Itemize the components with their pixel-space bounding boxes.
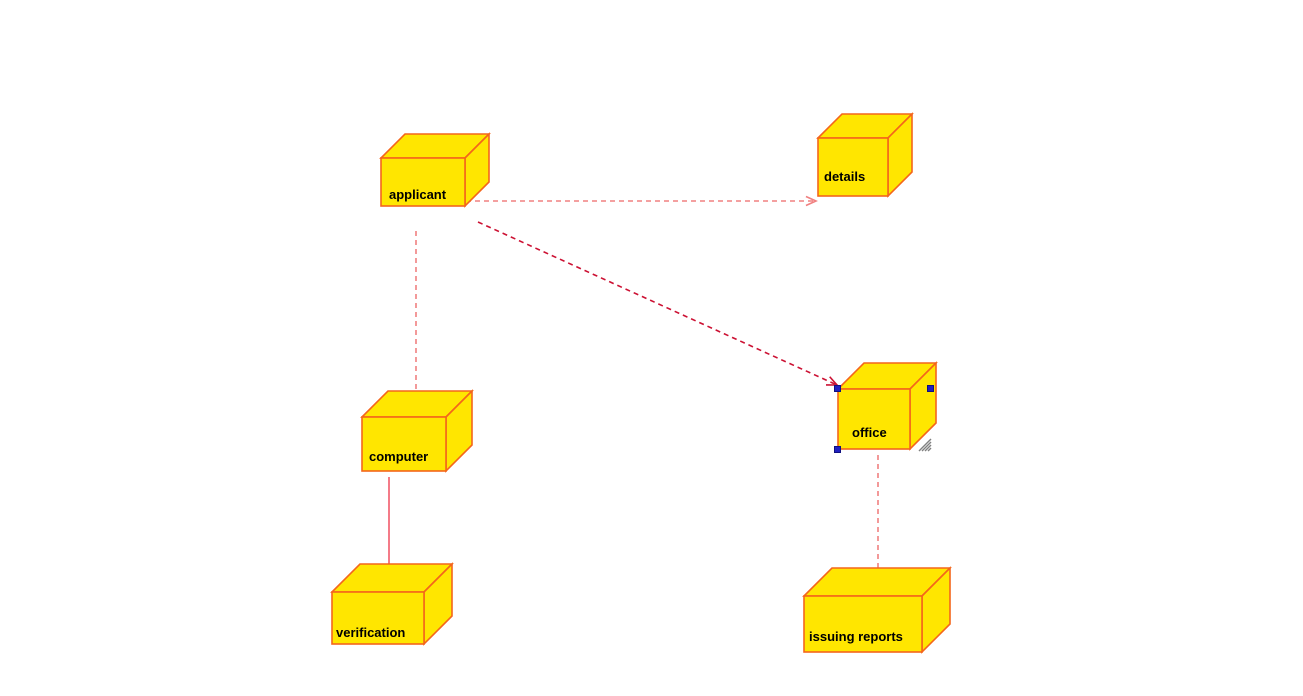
edge-arrowhead — [805, 195, 818, 207]
edge-applicant-to-details[interactable] — [466, 195, 818, 207]
edge-applicant-to-office[interactable] — [477, 221, 839, 386]
resize-grip-icon — [918, 438, 932, 452]
bottom-right-resize-grip[interactable] — [917, 437, 933, 453]
selection-handle-top-left[interactable] — [834, 385, 841, 392]
node-front-face — [803, 595, 923, 653]
node-shape — [802, 566, 952, 654]
node-front-face — [380, 157, 466, 207]
node-shape — [836, 361, 938, 451]
node-applicant[interactable]: applicant — [379, 132, 491, 208]
edge-arrowhead — [825, 376, 839, 386]
node-verification[interactable]: verification — [330, 562, 454, 646]
node-front-face — [817, 137, 889, 197]
node-shape — [816, 112, 914, 198]
node-shape — [360, 389, 474, 473]
selection-handle-bottom-left[interactable] — [834, 446, 841, 453]
node-issuing-reports[interactable]: issuing reports — [802, 566, 952, 654]
node-details[interactable]: details — [816, 112, 914, 198]
node-shape — [379, 132, 491, 208]
node-front-face — [837, 388, 911, 450]
selection-handle-top-right[interactable] — [927, 385, 934, 392]
node-front-face — [361, 416, 447, 472]
edge-line — [477, 221, 838, 386]
node-computer[interactable]: computer — [360, 389, 474, 473]
edge-applicant-to-computer[interactable] — [410, 231, 422, 417]
node-front-face — [331, 591, 425, 645]
node-shape — [330, 562, 454, 646]
